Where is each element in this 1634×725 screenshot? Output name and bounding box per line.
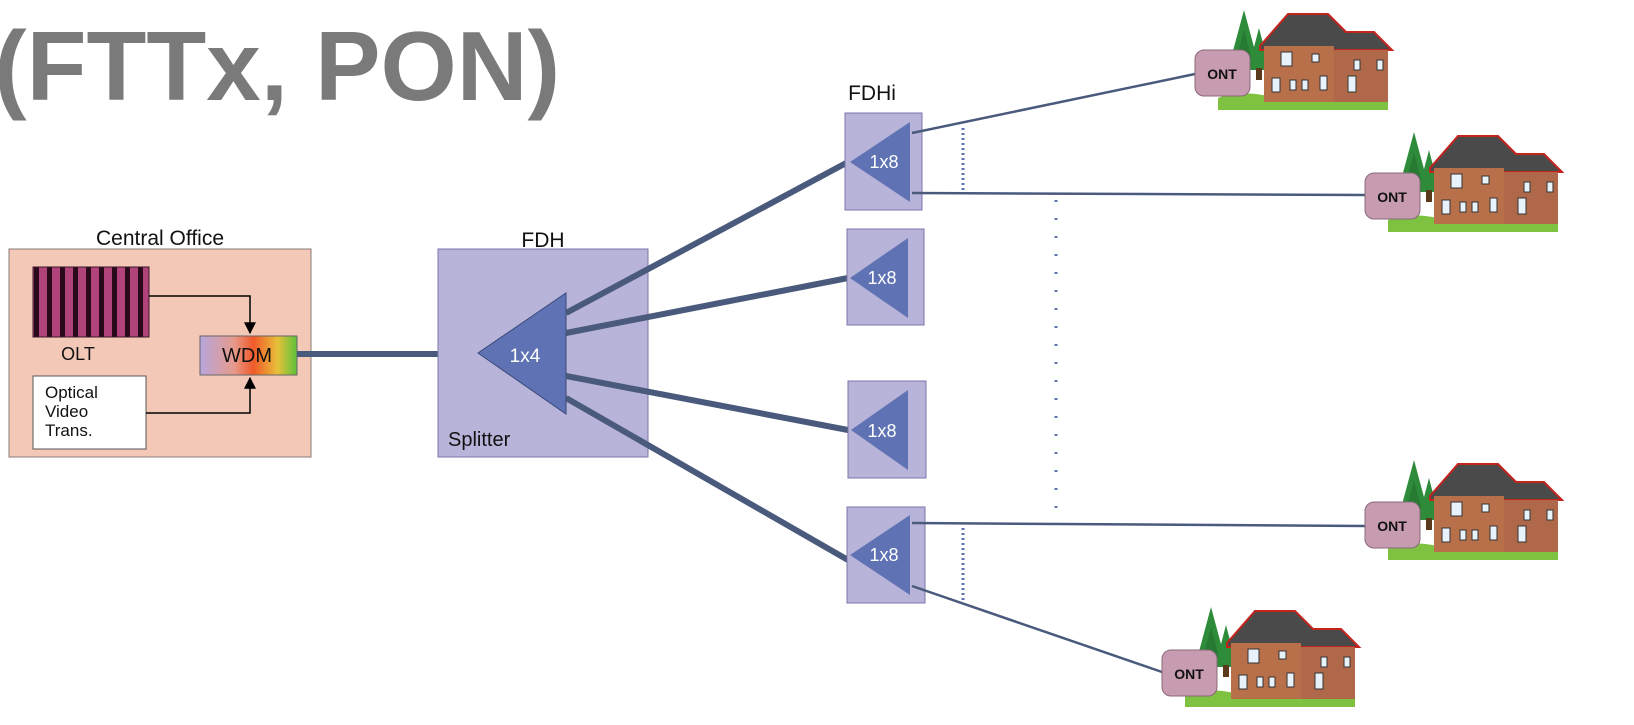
olt-to-wdm-arrow [149,295,256,335]
house-1: ONT [1194,9,1393,111]
video-line-1: Optical [45,383,98,402]
drop-fiber-1 [911,72,1196,135]
dist-fiber-2 [565,275,849,336]
ont-box [1364,501,1421,549]
splitter-1x4-icon [477,292,567,415]
fdhi-splitter-3: 1x8 [847,380,927,479]
drop-fiber-3 [911,521,1366,528]
fdh-label: FDH [521,229,564,252]
central-office-label: Central Office [96,227,224,250]
fdhi-splitter-4: 1x8 [846,506,926,604]
olt-label: OLT [61,344,95,364]
page-title: (FTTx, PON) [0,11,560,121]
splitter-label: Splitter [448,429,511,451]
ont-label: ONT [1174,666,1204,682]
drop-fiber-4 [911,584,1163,674]
house-2: ONT [1364,131,1563,233]
splitter-1x8-icon [850,238,908,318]
video-transmitter-box [32,375,147,450]
ont-box [1161,649,1218,697]
splitter-1x8-icon [851,390,908,470]
fdhi-splitter-4-label: 1x8 [869,545,898,565]
video-line-3: Trans. [45,421,93,440]
fdh: FDH 1x4 Splitter [437,229,649,458]
splitter-1x8-icon [850,122,910,202]
splitter-1x4-label: 1x4 [510,346,541,367]
ont-label: ONT [1377,189,1407,205]
fdhi-label: FDHi [848,82,896,105]
dist-fiber-4 [564,395,850,563]
house-3: ONT [1364,459,1563,561]
drop-fiber-2 [911,191,1366,197]
wdm-label: WDM [222,345,272,367]
house-4: ONT [1161,606,1360,708]
ont-label: ONT [1207,66,1237,82]
fdhi-splitter-2: 1x8 [846,228,925,326]
wdm-block [199,335,298,376]
ont-box [1364,172,1421,220]
olt-block [32,266,150,338]
splitter-1x8-icon [850,515,910,595]
video-to-wdm-arrow [146,376,256,414]
fdhi-splitter-1: 1x8 [844,112,923,211]
ont-label: ONT [1377,518,1407,534]
central-office: Central Office OLT Optical Video Trans. … [8,227,312,458]
fdhi-splitter-2-label: 1x8 [867,268,896,288]
dist-fiber-3 [565,373,849,433]
ont-box [1194,49,1251,97]
video-line-2: Video [45,402,88,421]
fdhi-splitter-1-label: 1x8 [869,152,898,172]
fdhi-splitter-3-label: 1x8 [867,421,896,441]
dist-fiber-1 [564,159,850,316]
